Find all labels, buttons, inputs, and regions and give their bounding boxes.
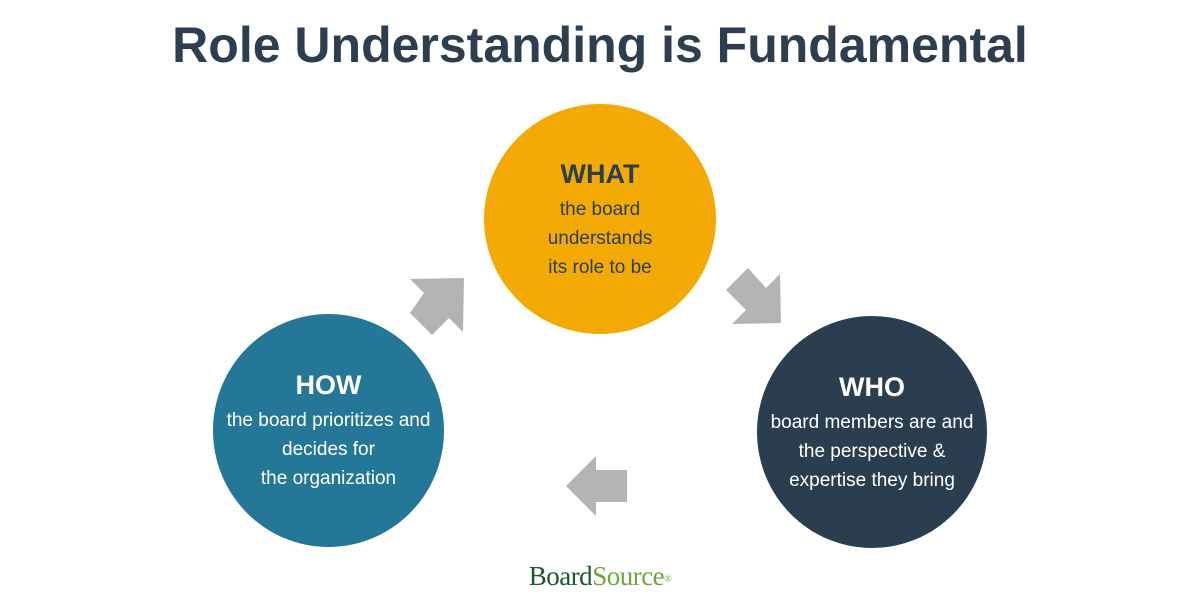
node-how-line: the board prioritizes and <box>226 410 431 431</box>
arrow-down-right-icon <box>726 268 781 324</box>
node-what-line: the board <box>559 198 641 220</box>
node-how-line: the organization <box>260 468 397 489</box>
node-who-line: expertise they bring <box>789 469 955 491</box>
arrow-left-icon <box>566 456 627 516</box>
logo-source-text: Source <box>592 561 665 591</box>
node-who-line: board members are and <box>770 411 974 433</box>
registered-mark: ® <box>664 574 672 585</box>
node-how-heading: HOW <box>295 370 362 400</box>
node-who: WHO board members are and the perspectiv… <box>757 316 987 548</box>
node-what: WHAT the board understands its role to b… <box>484 104 716 334</box>
arrow-up-right-icon <box>410 278 464 335</box>
page-title: Role Understanding is Fundamental <box>172 17 1028 73</box>
logo-board-text: Board <box>528 561 593 591</box>
node-who-line: the perspective & <box>798 440 946 462</box>
node-who-heading: WHO <box>839 371 905 402</box>
node-how-line: decides for <box>282 439 375 460</box>
node-what-heading: WHAT <box>560 158 640 189</box>
node-what-line: its role to be <box>548 256 652 278</box>
node-what-line: understands <box>547 227 653 249</box>
node-how: HOW the board prioritizes and decides fo… <box>213 314 444 547</box>
boardsource-logo: BoardSource® <box>0 558 1200 594</box>
